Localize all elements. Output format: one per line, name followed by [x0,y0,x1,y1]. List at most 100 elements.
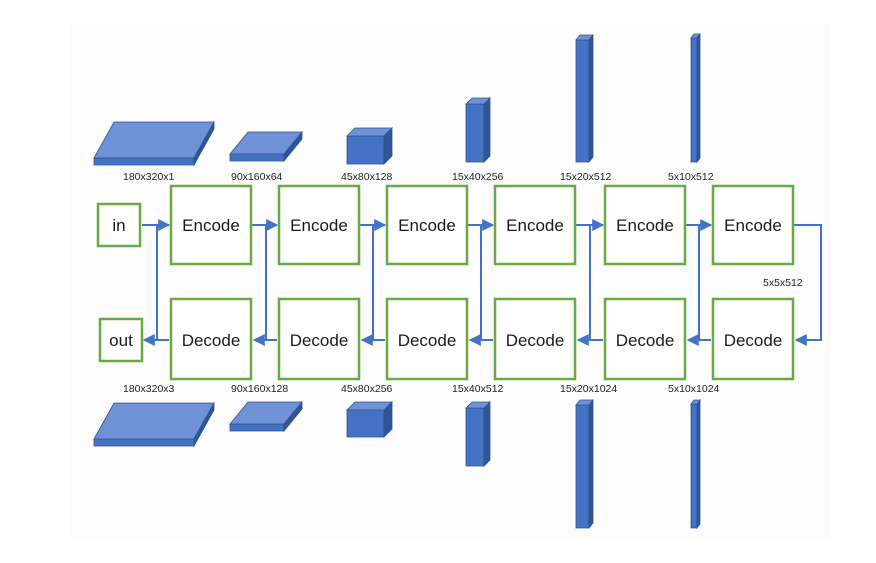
input-node: in [96,202,142,248]
tensor-shape-enc-6 [690,32,701,164]
encoder-row: Encode Encode Encode Encode Encode Encod… [169,184,795,266]
encoder-dim-label: 5x10x512 [668,171,714,183]
connectors [142,219,822,346]
encoder-block: Encode [711,184,795,266]
tensor-front-face [93,157,195,166]
decoder-block: Decode [385,297,469,381]
tensor-front-face [346,409,385,438]
encoder-label: Encode [506,216,564,235]
encoder-tensor-shapes [93,32,701,167]
tensor-shape-dec-3 [346,401,393,438]
input-node-box [96,202,142,248]
tensor-shape-dec-5 [575,398,594,530]
tensor-side-face [383,127,393,165]
decoder-block: Decode [277,297,361,381]
decoder-box [277,297,361,381]
tensor-front-face [575,39,590,163]
tensor-front-face [465,407,485,467]
encoder-box [277,184,361,266]
decoder-dim-label: 5x10x1024 [668,383,720,395]
arrow-bottleneck-loop [794,224,822,346]
tensor-shape-enc-2 [229,130,303,163]
encoder-label: Encode [616,216,674,235]
decoder-tensor-shapes [93,398,701,530]
decoder-dim-label: 15x40x512 [452,383,504,395]
tensor-shape-dec-2 [229,400,303,433]
tensor-top-face [93,402,215,440]
tensor-side-face [383,401,393,438]
decoder-label: Decode [724,331,783,350]
tensor-side-face [283,400,303,433]
tensor-shape-enc-1 [93,120,215,167]
tensor-side-face [483,97,491,163]
tensor-top-face [93,121,215,159]
decoder-dim-label: 90x160x128 [231,383,288,395]
decoder-block: Decode [603,297,687,381]
encoder-block: Encode [493,184,577,266]
decoder-label: Decode [398,331,457,350]
encoder-box [603,184,687,266]
encoder-dim-label: 15x40x256 [452,171,504,183]
decoder-label: Decode [290,331,349,350]
decoder-block: Decode [493,297,577,381]
input-node-label: in [112,216,125,235]
diagram-background [70,24,830,540]
tensor-shape-enc-4 [465,97,491,163]
encoder-block: Encode [277,184,361,266]
decoder-dim-label: 45x80x256 [341,383,393,395]
bottleneck-dim-label: 5x5x512 [763,277,803,289]
encoder-box [385,184,469,266]
tensor-front-face [465,103,485,163]
output-node: out [98,317,144,363]
tensor-side-face [283,130,303,163]
decoder-dim-label: 15x20x1024 [560,383,617,395]
tensor-side-face [193,120,215,167]
tensor-front-face [575,404,590,529]
tensor-side-face [193,401,215,448]
decoder-box [603,297,687,381]
tensor-side-face [588,398,594,530]
tensor-front-face [229,423,285,432]
tensor-front-face [690,37,698,163]
tensor-side-face [588,33,594,164]
tensor-side-face [696,32,701,164]
encoder-dim-label: 45x80x128 [341,171,393,183]
encoder-box [169,184,253,266]
decoder-box [493,297,577,381]
tensor-shape-enc-5 [575,33,594,164]
tensor-shape-dec-1 [93,401,215,448]
tensor-front-face [93,438,195,447]
tensor-side-face [696,398,701,530]
encoder-block: Encode [603,184,687,266]
encoder-label: Encode [398,216,456,235]
tensor-side-face [483,401,491,467]
encoder-label: Encode [724,216,782,235]
tensor-front-face [690,403,698,529]
decoder-block: Decode [169,297,253,381]
decoder-block: Decode [711,297,795,381]
encoder-block: Encode [169,184,253,266]
encoder-dimension-labels: 180x320x1 90x160x64 45x80x128 15x40x256 … [123,171,714,183]
encoder-label: Encode [290,216,348,235]
decoder-box [169,297,253,381]
tensor-front-face [346,135,385,165]
decoder-row: Decode Decode Decode Decode Decode Decod… [169,297,795,381]
decoder-label: Decode [506,331,565,350]
encoder-box [493,184,577,266]
output-node-label: out [109,331,133,350]
encoder-label: Encode [182,216,240,235]
encoder-dim-label: 15x20x512 [560,171,612,183]
decoder-dim-label: 180x320x3 [123,383,175,395]
decoder-label: Decode [616,331,675,350]
decoder-box [711,297,795,381]
tensor-shape-enc-3 [346,127,393,165]
decoder-label: Decode [182,331,241,350]
encoder-block: Encode [385,184,469,266]
output-node-box [98,317,144,363]
tensor-shape-dec-4 [465,401,491,467]
decoder-box [385,297,469,381]
encoder-dim-label: 90x160x64 [231,171,283,183]
tensor-front-face [229,153,285,162]
tensor-shape-dec-6 [690,398,701,530]
